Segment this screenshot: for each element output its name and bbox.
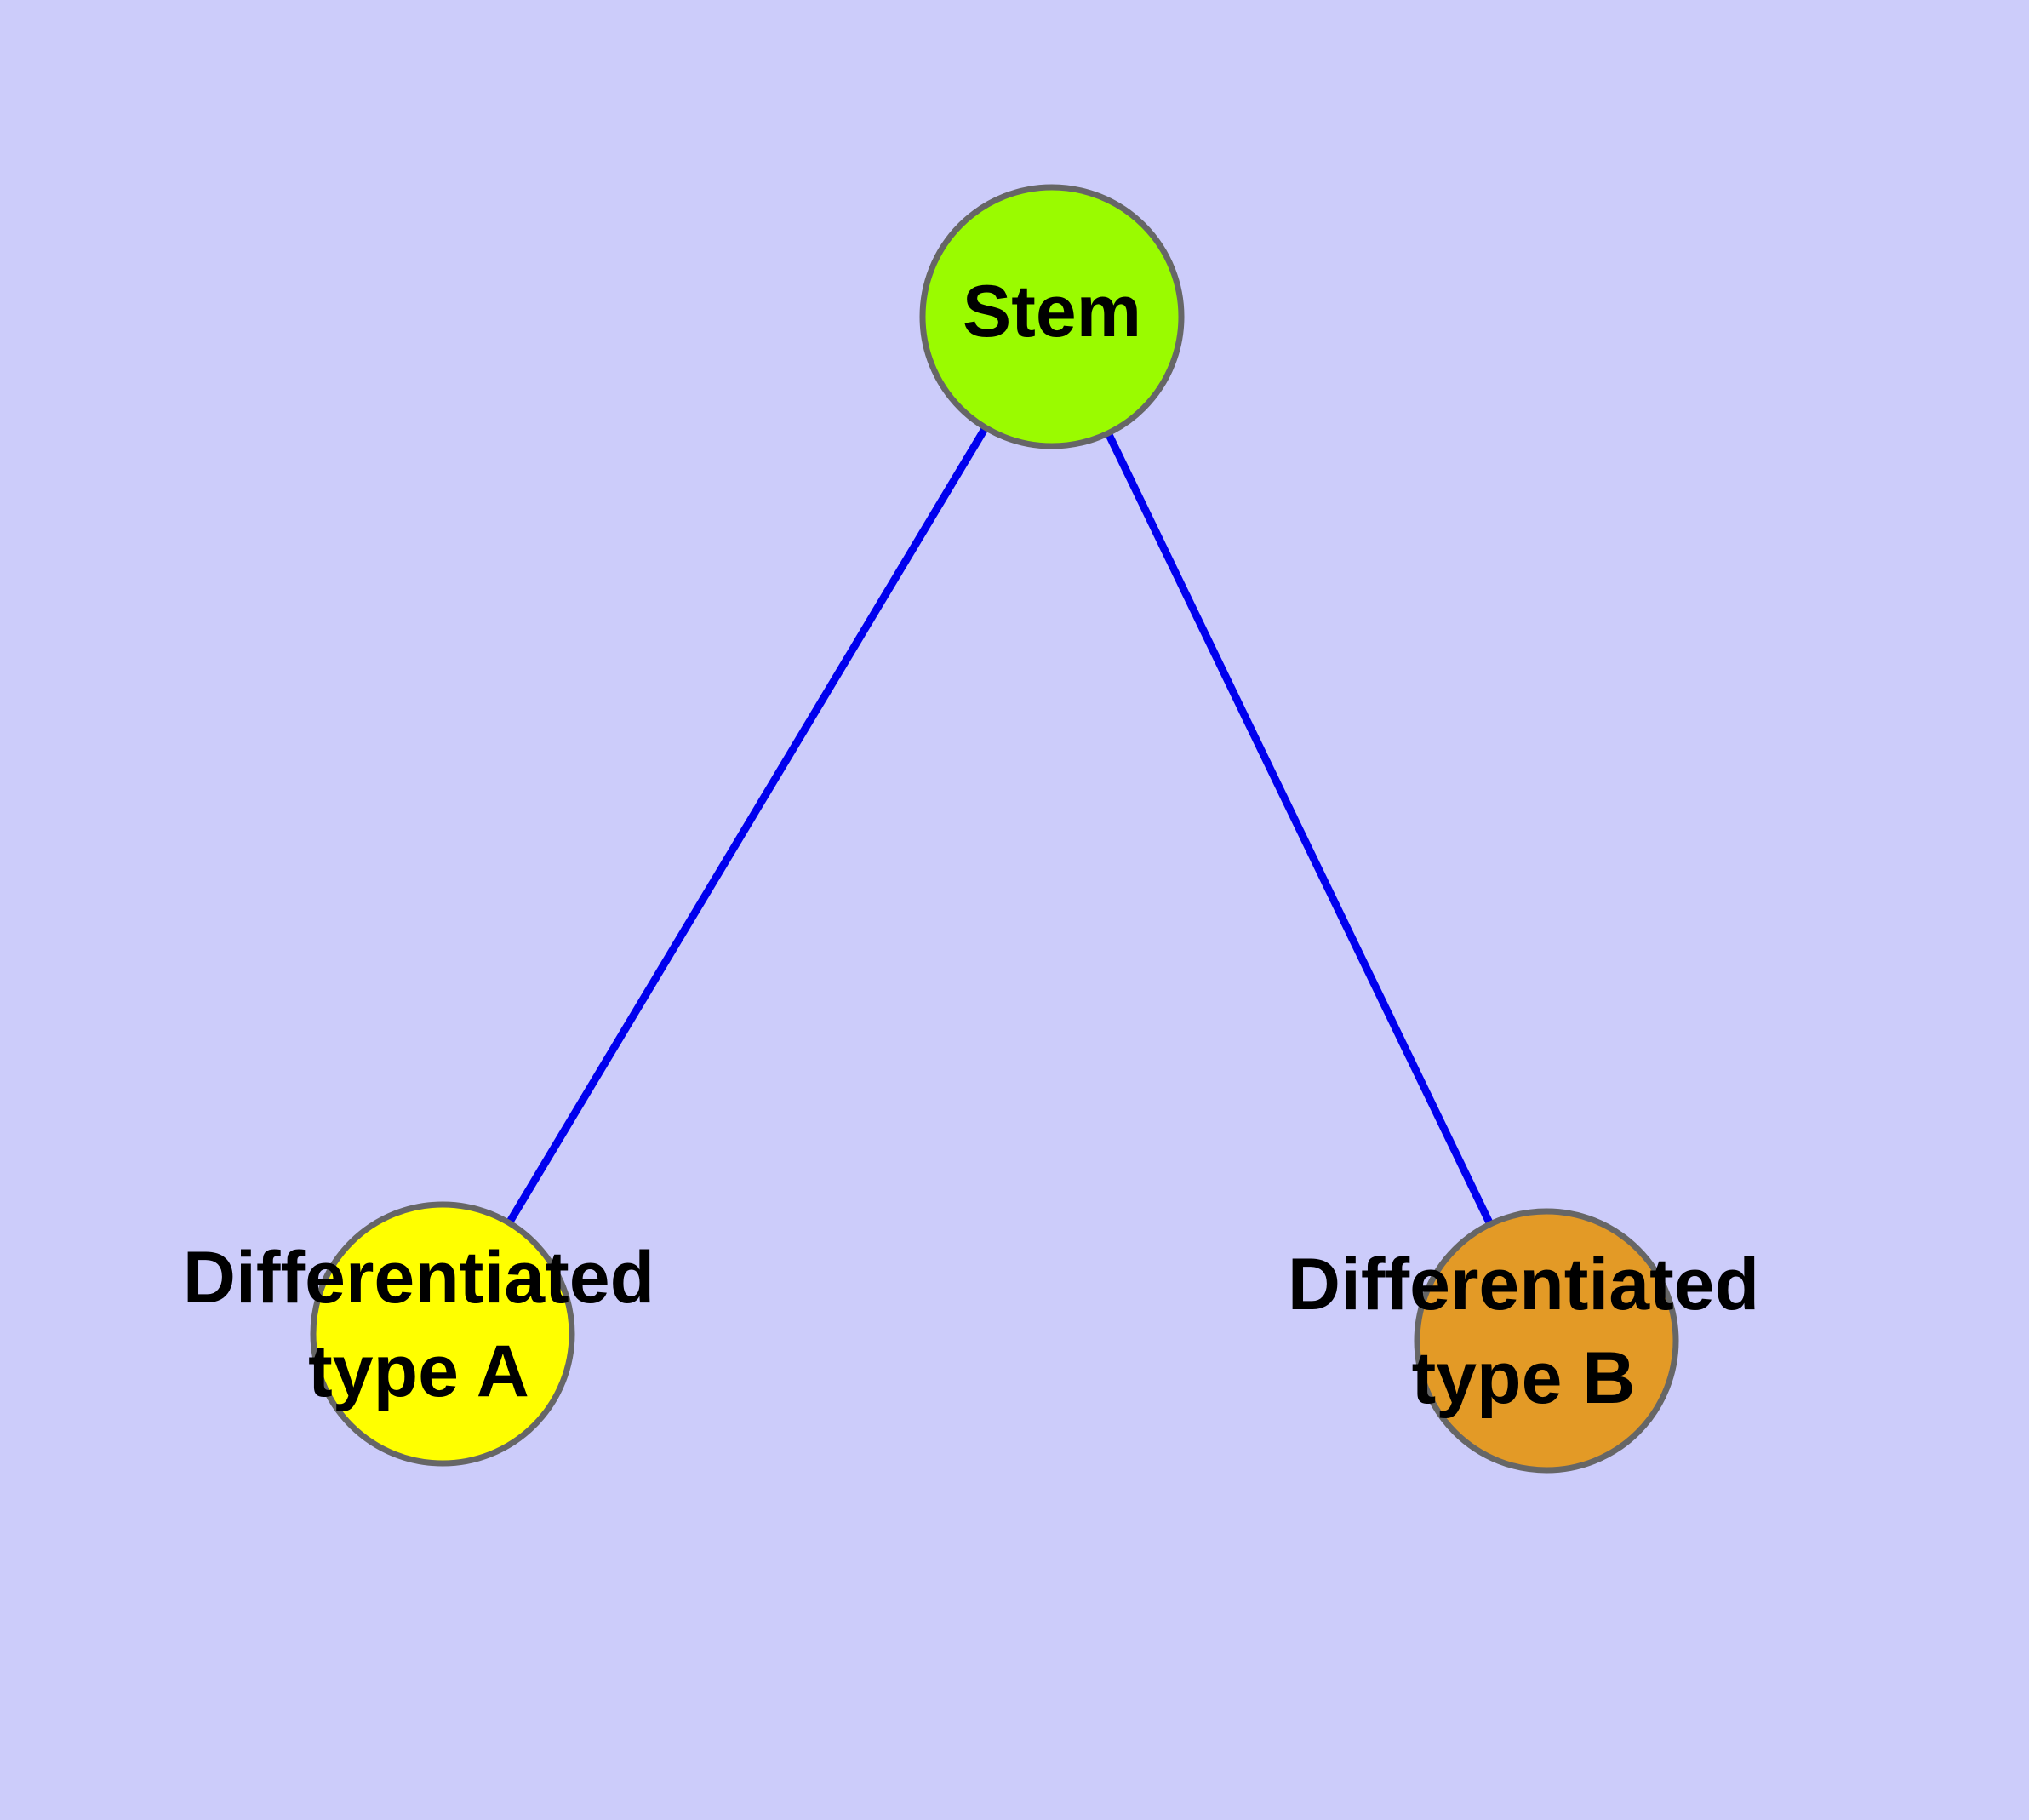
differentiated-type-b-node-label: Differentiated type B [1288,1244,1759,1419]
differentiated-type-a-node-label-line-1: type A [308,1331,529,1412]
stem-node-circle[interactable] [919,184,1185,449]
differentiated-type-a-node-label: Differentiated type A [183,1237,654,1412]
differentiated-type-b-node-label-line-0: Differentiated [1288,1244,1759,1325]
differentiated-type-b-node[interactable]: Differentiated type B [1288,1208,1759,1474]
differentiated-type-b-node-label-line-1: type B [1412,1337,1636,1419]
differentiated-type-a-node-label-line-0: Differentiated [183,1237,654,1319]
differentiated-type-a-node[interactable]: Differentiated type A [183,1201,654,1467]
differentiated-type-b-node-circle[interactable] [1414,1208,1679,1474]
edges-layer [439,314,1551,1342]
edge-stem-to-differentiated-type-b [1048,315,1551,1342]
differentiated-type-a-node-circle[interactable] [310,1201,575,1467]
stem-node-label-line-0: Stem [963,271,1141,352]
stem-node-label: Stem [963,271,1141,352]
stem-node[interactable]: Stem [919,184,1185,449]
edge-stem-to-differentiated-type-a [439,314,1055,1336]
